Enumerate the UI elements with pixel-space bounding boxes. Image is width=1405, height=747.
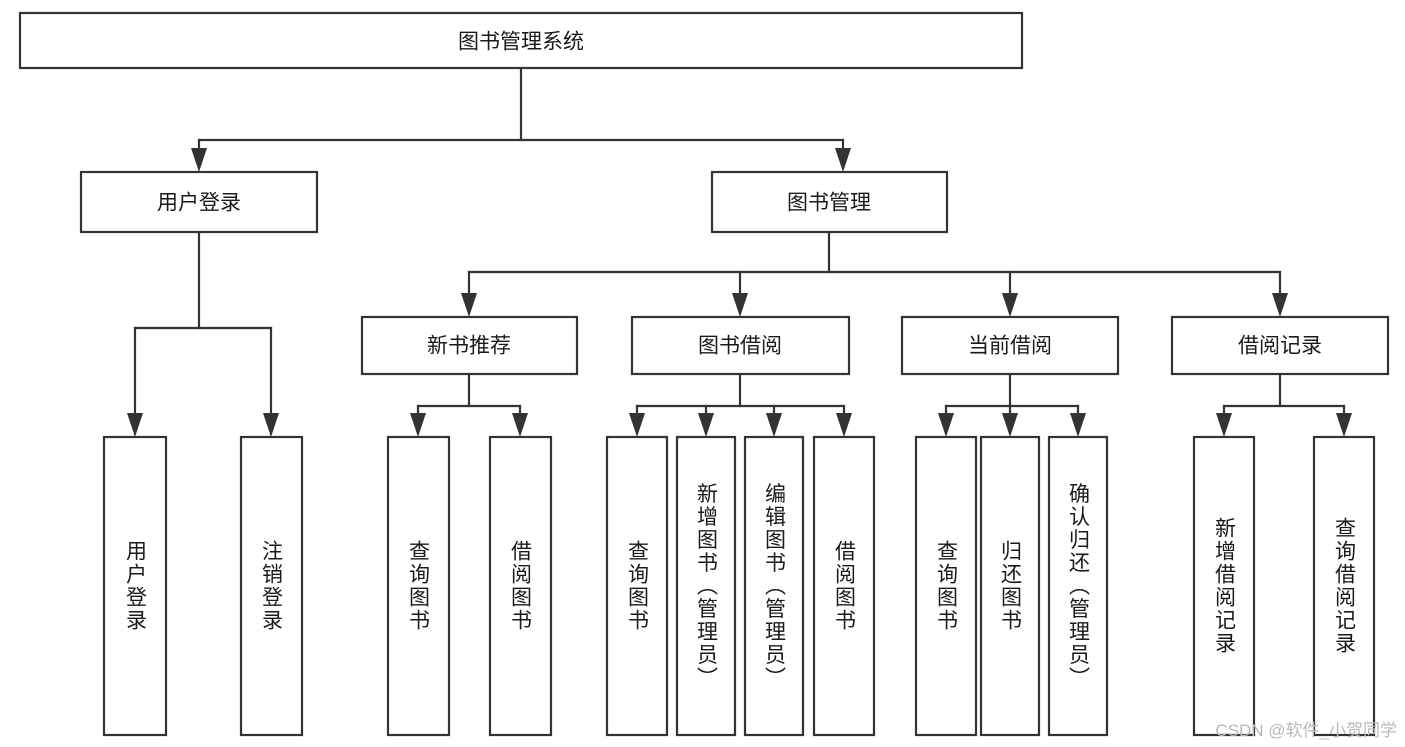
node-leaf-add-record[interactable]: 新增借阅记录: [1192, 435, 1256, 737]
node-leaf-query-book-3[interactable]: 查询图书: [914, 435, 978, 737]
node-leaf-query-book-1[interactable]: 查询图书: [386, 435, 451, 737]
node-root-label: 图书管理系统: [458, 31, 584, 54]
node-book-manage-label: 图书管理: [787, 192, 871, 215]
node-leaf-user-login[interactable]: 用户登录: [102, 435, 168, 737]
edge-bookborrow-to-leaves: [629, 372, 852, 437]
node-leaf-confirm-return[interactable]: 确认归还（管理员）: [1047, 435, 1109, 737]
node-root[interactable]: 图书管理系统: [18, 11, 1024, 70]
node-leaf-borrow-book-2[interactable]: 借阅图书: [812, 435, 876, 737]
node-leaf-edit-book[interactable]: 编辑图书（管理员）: [743, 435, 805, 737]
edge-newbook-to-leaves: [410, 372, 528, 437]
node-leaf-query-book-2[interactable]: 查询图书: [605, 435, 669, 737]
node-current-borrow[interactable]: 当前借阅: [900, 315, 1120, 376]
edge-bookmanage-to-level3: [461, 230, 1288, 317]
node-borrow-record[interactable]: 借阅记录: [1170, 315, 1390, 376]
node-book-manage[interactable]: 图书管理: [710, 170, 949, 234]
node-leaf-add-record-label: 新增借阅记录: [1213, 517, 1237, 655]
edge-currentborrow-to-leaves: [938, 372, 1086, 437]
edge-root-to-level2: [191, 66, 851, 172]
node-new-book-recommend[interactable]: 新书推荐: [360, 315, 579, 376]
node-leaf-borrow-book-1[interactable]: 借阅图书: [488, 435, 553, 737]
node-book-borrow[interactable]: 图书借阅: [630, 315, 851, 376]
node-leaf-query-book-1-label: 查询图书: [407, 540, 431, 632]
node-leaf-borrow-book-1-label: 借阅图书: [509, 540, 533, 632]
node-leaf-add-book-label: 新增图书（管理员）: [695, 483, 719, 690]
node-leaf-user-login-label: 用户登录: [124, 540, 148, 632]
node-leaf-query-record-label: 查询借阅记录: [1333, 517, 1357, 655]
node-leaf-return-book[interactable]: 归还图书: [979, 435, 1041, 737]
node-leaf-logout-label: 注销登录: [260, 540, 284, 632]
node-book-borrow-label: 图书借阅: [698, 335, 782, 358]
node-leaf-query-book-2-label: 查询图书: [626, 540, 650, 632]
node-borrow-record-label: 借阅记录: [1238, 335, 1322, 358]
node-leaf-query-book-3-label: 查询图书: [935, 540, 959, 632]
node-user-login-label: 用户登录: [157, 192, 241, 215]
node-leaf-query-record[interactable]: 查询借阅记录: [1312, 435, 1376, 737]
node-new-book-recommend-label: 新书推荐: [427, 335, 511, 358]
node-leaf-confirm-return-label: 确认归还（管理员）: [1067, 483, 1091, 690]
node-current-borrow-label: 当前借阅: [968, 335, 1052, 358]
node-user-login[interactable]: 用户登录: [79, 170, 319, 234]
node-leaf-borrow-book-2-label: 借阅图书: [833, 540, 857, 632]
node-leaf-return-book-label: 归还图书: [999, 540, 1023, 632]
node-leaf-edit-book-label: 编辑图书（管理员）: [763, 483, 787, 690]
edge-borrowrecord-to-leaves: [1216, 372, 1352, 437]
node-leaf-logout[interactable]: 注销登录: [239, 435, 304, 737]
edge-userlogin-to-leaves: [127, 230, 279, 437]
node-leaf-add-book[interactable]: 新增图书（管理员）: [675, 435, 737, 737]
